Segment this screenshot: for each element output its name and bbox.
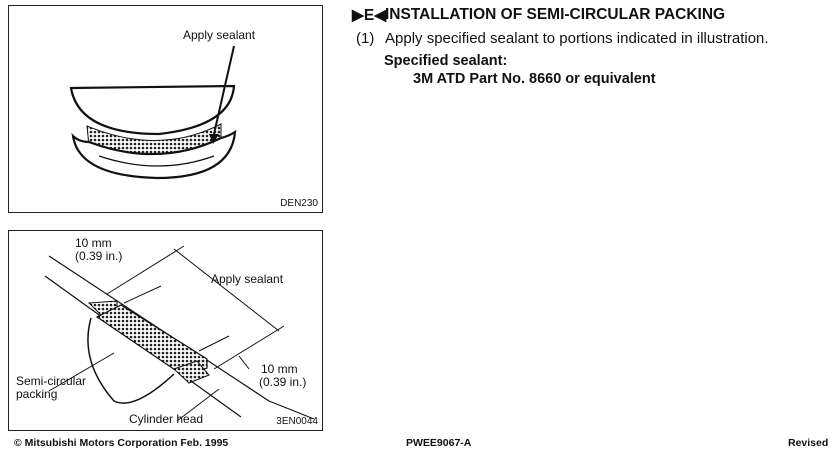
cylinder-head-packing-illustration	[44, 245, 315, 422]
dim-bottom-mm: 10 mm	[261, 362, 298, 376]
packing-label: packing	[16, 387, 58, 401]
apply-sealant-callout: Apply sealant	[183, 28, 256, 42]
apply-sealant-callout: Apply sealant	[211, 272, 284, 286]
dim-bottom-in: (0.39 in.)	[259, 375, 307, 389]
figure-code: DEN230	[280, 198, 318, 209]
dim-top-in: (0.39 in.)	[75, 249, 123, 263]
spec-heading: Specified sealant:	[384, 53, 508, 69]
spec-value: 3M ATD Part No. 8660 or equivalent	[413, 71, 656, 87]
section-marker-icon: ▶E◀	[352, 7, 387, 24]
copyright: © Mitsubishi Motors Corporation Feb. 199…	[14, 437, 229, 449]
semi-circular-packing-illustration	[69, 45, 237, 180]
dim-top-mm: 10 mm	[75, 236, 112, 250]
section-title: INSTALLATION OF SEMI-CIRCULAR PACKING	[385, 6, 726, 23]
step-number: (1)	[356, 30, 375, 47]
step-text: Apply specified sealant to portions indi…	[385, 30, 769, 47]
figure-3en0044: 10 mm (0.39 in.) Apply sealant 10 mm (0.…	[8, 230, 323, 431]
revision-status: Revised	[788, 437, 829, 449]
cylinder-head-label: Cylinder head	[129, 412, 204, 426]
doc-code: PWEE9067-A	[406, 437, 472, 449]
figure-code: 3EN0044	[276, 416, 318, 427]
semi-circular-packing-label: Semi-circular	[16, 374, 87, 388]
figure-den230: Apply sealant DEN230	[8, 5, 323, 213]
